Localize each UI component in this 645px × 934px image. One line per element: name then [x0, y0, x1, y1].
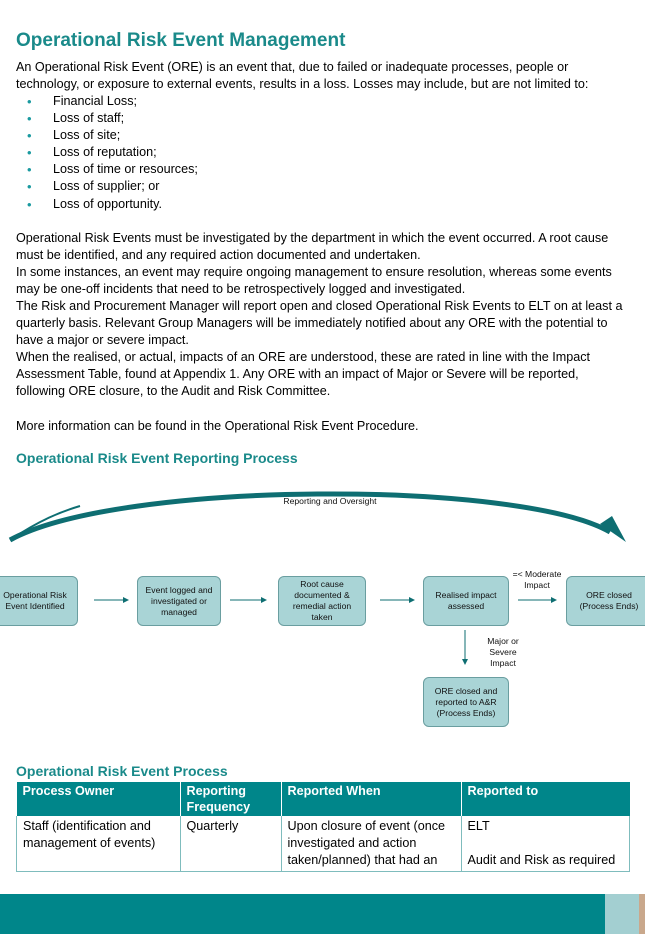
step-ore-closed: ORE closed (Process Ends) [566, 576, 645, 626]
footer-accent-edge [639, 894, 645, 934]
footer-accent [605, 894, 639, 934]
loss-list: •Financial Loss; •Loss of staff; •Loss o… [16, 93, 198, 213]
cell-reported-to: ELT Audit and Risk as required [460, 816, 630, 872]
bullet-icon: • [27, 128, 32, 144]
header-reported-when: Reported When [281, 782, 462, 816]
table-row: Staff (identification and management of … [16, 816, 630, 872]
header-reporting-frequency: Reporting Frequency [180, 782, 282, 816]
cell-when: Upon closure of event (once investigated… [280, 816, 462, 872]
bullet-icon: • [27, 196, 32, 212]
reported-to-elt: ELT [467, 819, 490, 833]
bullet-icon: • [27, 145, 32, 161]
process-table: Process Owner Reporting Frequency Report… [16, 782, 630, 872]
page-title: Operational Risk Event Management [16, 30, 346, 51]
list-item: •Loss of site; [27, 128, 121, 144]
paragraph-investigation: Operational Risk Events must be investig… [16, 231, 609, 262]
oversight-label: Reporting and Oversight [283, 496, 377, 506]
process-heading: Operational Risk Event Process [16, 763, 228, 779]
list-item: •Financial Loss; [27, 94, 137, 109]
cell-owner: Staff (identification and management of … [16, 816, 181, 872]
reported-to-audit: Audit and Risk as required [467, 853, 616, 867]
major-impact-label: Major or Severe Impact [487, 636, 519, 668]
bullet-icon: • [27, 162, 32, 178]
reporting-process-diagram: Reporting and Oversight Operational Risk… [0, 480, 645, 740]
paragraph-ongoing: In some instances, an event may require … [16, 265, 612, 296]
step-root-cause: Root cause documented & remedial action … [278, 576, 366, 626]
step-ore-closed-reported: ORE closed and reported to A&R (Process … [423, 677, 509, 727]
reporting-heading: Operational Risk Event Reporting Process [16, 450, 298, 466]
bullet-icon: • [27, 179, 32, 195]
diagram-connectors [8, 491, 626, 665]
cell-frequency: Quarterly [179, 816, 282, 872]
header-reported-to: Reported to [461, 782, 630, 816]
list-item: •Loss of time or resources; [27, 162, 198, 178]
intro-paragraph: An Operational Risk Event (ORE) is an ev… [16, 60, 589, 91]
step-logged: Event logged and investigated or managed [137, 576, 221, 626]
list-item: •Loss of staff; [27, 111, 125, 127]
oversight-arrowhead [600, 516, 626, 542]
list-item: •Loss of opportunity. [27, 196, 162, 212]
bullet-icon: • [27, 94, 32, 109]
policy-paragraphs: Operational Risk Events must be investig… [16, 230, 631, 400]
paragraph-reporting: The Risk and Procurement Manager will re… [16, 299, 623, 347]
step-identified: Operational Risk Event Identified [0, 576, 78, 626]
table-header-row: Process Owner Reporting Frequency Report… [16, 782, 630, 816]
step-impact-assessed: Realised impact assessed [423, 576, 509, 626]
more-info: More information can be found in the Ope… [16, 419, 419, 433]
list-item: •Loss of supplier; or [27, 179, 160, 195]
footer-bar [0, 894, 605, 934]
list-item: •Loss of reputation; [27, 145, 157, 161]
header-process-owner: Process Owner [16, 782, 181, 816]
moderate-impact-label: =< Moderate Impact [512, 569, 562, 590]
paragraph-impact: When the realised, or actual, impacts of… [16, 350, 591, 398]
bullet-icon: • [27, 111, 32, 127]
oversight-arc [8, 491, 612, 543]
